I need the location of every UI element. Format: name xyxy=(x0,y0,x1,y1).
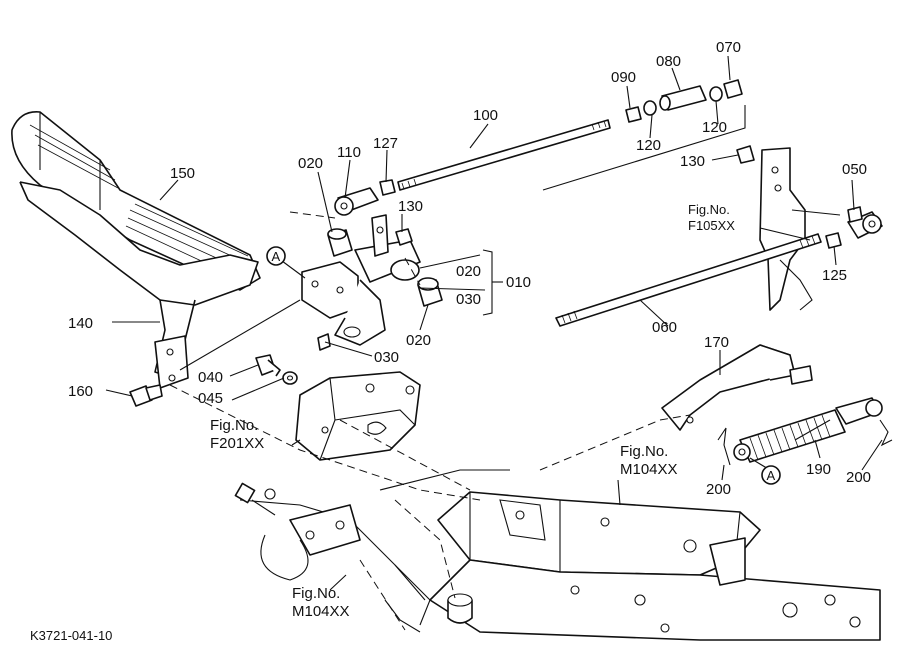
washer-120-left xyxy=(643,100,657,116)
lever-170 xyxy=(661,344,813,431)
fig-ref-m104b-line2: M104XX xyxy=(292,603,350,620)
nut-070 xyxy=(723,79,743,99)
part-number-labels: 150 140 160 020 110 127 130 100 090 080 … xyxy=(68,39,871,498)
fig-ref-m104xx-left: Fig.No. M104XX xyxy=(292,585,350,620)
label-200-left: 200 xyxy=(706,481,731,498)
pedal-pad-150 xyxy=(11,111,261,291)
reference-marker-a-right: A xyxy=(761,465,781,485)
drawing-id: K3721-041-10 xyxy=(30,628,112,643)
spacer-080 xyxy=(659,85,707,111)
label-110: 110 xyxy=(337,144,361,161)
linkage-arm xyxy=(759,147,813,311)
chassis-frame xyxy=(239,469,881,641)
bushing-020-lower xyxy=(417,277,443,307)
label-120-right: 120 xyxy=(702,119,727,136)
label-130-left: 130 xyxy=(398,198,423,215)
rod-end-050 xyxy=(847,206,883,239)
label-160: 160 xyxy=(68,383,93,400)
label-080: 080 xyxy=(656,53,681,70)
fig-ref-f105-line1: Fig.No. xyxy=(688,202,730,217)
label-020-group: 020 xyxy=(456,263,481,280)
label-020-lower: 020 xyxy=(406,332,431,349)
label-045: 045 xyxy=(198,390,223,407)
label-020-upper: 020 xyxy=(298,155,323,172)
bolt-040 xyxy=(255,354,281,377)
label-190: 190 xyxy=(806,461,831,478)
rod-100 xyxy=(397,119,611,191)
fig-ref-m104a-line2: M104XX xyxy=(620,461,678,478)
label-127: 127 xyxy=(373,135,398,152)
label-090: 090 xyxy=(611,69,636,86)
label-120-left: 120 xyxy=(636,137,661,154)
label-010: 010 xyxy=(506,274,531,291)
label-050: 050 xyxy=(842,161,867,178)
fig-ref-f201-line2: F201XX xyxy=(210,435,264,452)
fig-ref-m104xx-right: Fig.No. M104XX xyxy=(620,443,678,478)
marker-a-left-text: A xyxy=(272,249,281,264)
label-040: 040 xyxy=(198,369,223,386)
label-170: 170 xyxy=(704,334,729,351)
pivot-bracket-010 xyxy=(301,214,421,346)
rod-end-110 xyxy=(334,187,379,216)
nut-127 xyxy=(379,179,396,196)
label-140: 140 xyxy=(68,315,93,332)
label-150: 150 xyxy=(170,165,195,182)
fig-ref-f105-line2: F105XX xyxy=(688,218,735,233)
marker-a-right-text: A xyxy=(767,468,776,483)
grease-fitting-030 xyxy=(317,333,331,351)
floor-bracket xyxy=(295,371,421,461)
fig-ref-f105xx: Fig.No. F105XX xyxy=(688,202,735,233)
leader-lines xyxy=(105,55,883,591)
label-130-right: 130 xyxy=(680,153,705,170)
label-070: 070 xyxy=(716,39,741,56)
fig-ref-m104b-line1: Fig.No. xyxy=(292,585,340,602)
pedal-arm-140 xyxy=(19,181,259,389)
clip-200-left xyxy=(717,427,731,466)
alignment-dashes xyxy=(169,211,691,631)
label-060: 060 xyxy=(652,319,677,336)
rod-060 xyxy=(555,233,822,327)
washer-120-right xyxy=(709,86,723,102)
clip-200-right xyxy=(879,419,893,447)
nut-130-right xyxy=(736,145,755,164)
nut-125 xyxy=(825,232,842,249)
label-030-group: 030 xyxy=(456,291,481,308)
bushing-020-upper xyxy=(327,228,353,257)
fig-ref-f201xx: Fig.No. F201XX xyxy=(210,417,264,452)
label-200-right: 200 xyxy=(846,469,871,486)
label-100: 100 xyxy=(473,107,498,124)
reference-marker-a-left: A xyxy=(266,246,286,266)
frame-bolt xyxy=(234,482,276,516)
nut-130-left xyxy=(395,228,413,246)
label-030-lower: 030 xyxy=(374,349,399,366)
washer-045 xyxy=(282,371,298,385)
spring-190 xyxy=(733,397,883,463)
nut-090 xyxy=(625,106,642,123)
bolt-160 xyxy=(129,384,163,407)
label-125: 125 xyxy=(822,267,847,284)
fig-ref-f201-line1: Fig.No. xyxy=(210,417,258,434)
fig-ref-m104a-line1: Fig.No. xyxy=(620,443,668,460)
